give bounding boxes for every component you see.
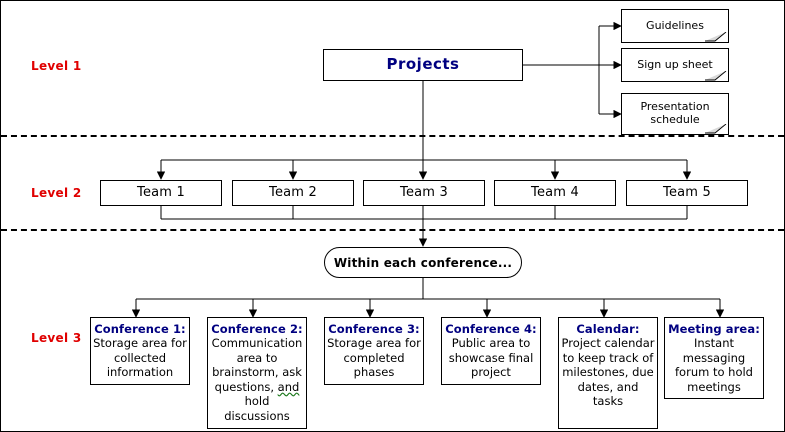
team-node-5[interactable]: Team 5: [626, 180, 748, 206]
level-label-3: Level 3: [31, 331, 82, 345]
within-each-conference-node[interactable]: Within each conference...: [324, 247, 522, 278]
meeting-area-card-title: Meeting area:: [668, 322, 760, 336]
projects-node[interactable]: Projects: [323, 49, 523, 81]
conference-card-3-title: Conference 3:: [328, 322, 420, 336]
level-label-1: Level 1: [31, 59, 82, 73]
level-label-2: Level 2: [31, 186, 82, 200]
team-node-1[interactable]: Team 1: [100, 180, 222, 206]
calendar-card-title: Calendar:: [576, 322, 640, 336]
conference-card-3[interactable]: Conference 3: Storage area for completed…: [324, 317, 424, 385]
team-node-4-label: Team 4: [531, 185, 579, 201]
conference-card-4-desc: Public area to showcase final project: [448, 336, 534, 380]
conference-card-4-title: Conference 4:: [445, 322, 537, 336]
divider-level2-level3: [1, 229, 784, 231]
divider-level1-level2: [1, 135, 784, 137]
team-node-4[interactable]: Team 4: [494, 180, 616, 206]
meeting-area-card-desc: Instant messaging forum to hold meetings: [675, 336, 753, 394]
conference-card-2-title: Conference 2:: [211, 322, 303, 336]
calendar-card-desc: Project calendar to keep track of milest…: [561, 336, 655, 409]
document-guidelines[interactable]: Guidelines: [621, 9, 729, 43]
document-guidelines-label: Guidelines: [621, 9, 729, 43]
within-each-conference-label: Within each conference...: [333, 255, 513, 270]
conference-card-1-title: Conference 1:: [94, 322, 186, 336]
team-node-5-label: Team 5: [663, 185, 711, 201]
conference-card-1[interactable]: Conference 1: Storage area for collected…: [90, 317, 190, 385]
team-node-1-label: Team 1: [137, 185, 185, 201]
grammar-flagged-word: and: [277, 379, 300, 394]
conference-card-3-desc: Storage area for completed phases: [327, 336, 421, 380]
document-sign-up-sheet-label: Sign up sheet: [621, 48, 729, 82]
calendar-card[interactable]: Calendar: Project calendar to keep track…: [558, 317, 658, 429]
document-sign-up-sheet[interactable]: Sign up sheet: [621, 48, 729, 82]
conference-card-2-desc-post: hold discussions: [224, 394, 290, 423]
conference-card-4[interactable]: Conference 4: Public area to showcase fi…: [441, 317, 541, 385]
conference-card-2-desc: Communication area to brainstorm, ask qu…: [210, 336, 304, 423]
team-node-2[interactable]: Team 2: [232, 180, 354, 206]
team-node-3[interactable]: Team 3: [363, 180, 485, 206]
conference-card-2[interactable]: Conference 2: Communication area to brai…: [207, 317, 307, 429]
document-presentation-schedule[interactable]: Presentation schedule: [621, 93, 729, 135]
document-presentation-schedule-label: Presentation schedule: [621, 93, 729, 135]
conference-card-1-desc: Storage area for collected information: [93, 336, 187, 380]
meeting-area-card[interactable]: Meeting area: Instant messaging forum to…: [664, 317, 764, 399]
conference-card-2-desc-pre: Communication area to brainstorm, ask qu…: [211, 336, 303, 394]
team-node-2-label: Team 2: [269, 185, 317, 201]
projects-label: Projects: [386, 55, 460, 74]
team-node-3-label: Team 3: [400, 185, 448, 201]
